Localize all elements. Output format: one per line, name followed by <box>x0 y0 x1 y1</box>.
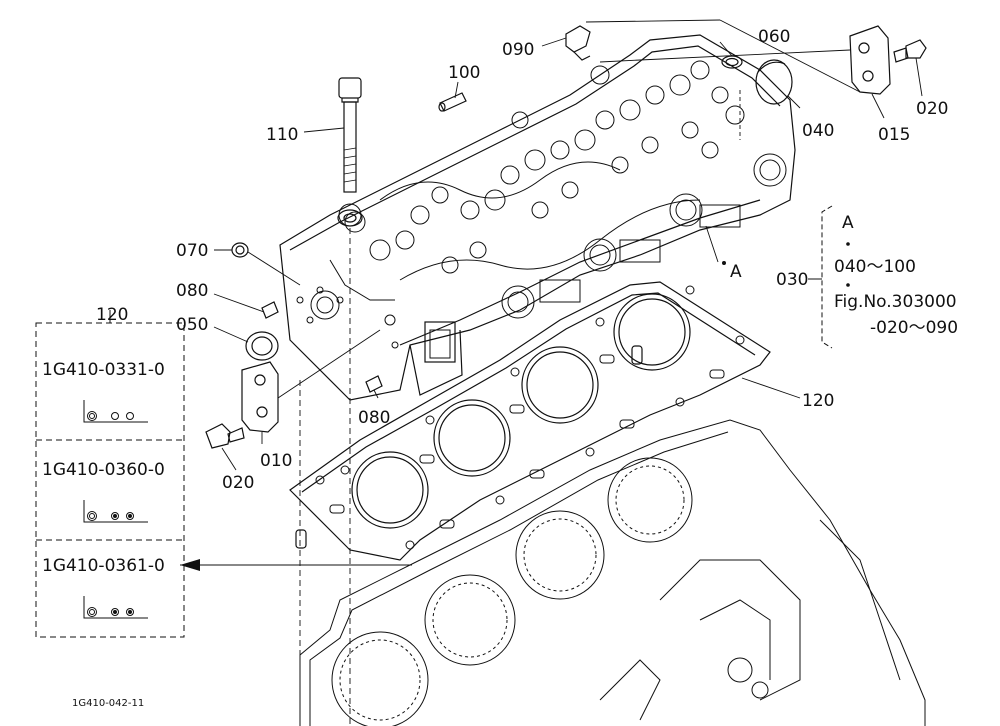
part-number-3: 1G410-0361-0 <box>42 556 165 576</box>
callout-110: 110 <box>266 125 298 145</box>
callout-labels: 090 060 100 110 040 015 020 070 080 050 … <box>176 27 948 493</box>
reference-note-figure: Fig.No.303000 <box>834 292 957 312</box>
dowel-pin-100 <box>438 92 467 112</box>
plate-010 <box>241 361 279 433</box>
point-a-label: A <box>730 262 742 282</box>
plug-080-lower <box>365 375 383 393</box>
hole-pattern-1 <box>83 400 148 423</box>
block-dowels <box>295 345 643 549</box>
reference-note-figure-range: -020～090 <box>870 318 958 338</box>
cylinder-block-outline <box>299 419 926 726</box>
callout-050: 050 <box>176 315 208 335</box>
cap-040 <box>755 59 793 105</box>
callout-070: 070 <box>176 241 208 261</box>
callout-120-gasket: 120 <box>802 391 834 411</box>
callout-090: 090 <box>502 40 534 60</box>
callout-080-lower: 080 <box>358 408 390 428</box>
callout-010: 010 <box>260 451 292 471</box>
plug-070 <box>231 242 249 258</box>
hole-pattern-2 <box>83 500 148 523</box>
options-box-frame <box>35 310 185 638</box>
drawing-code: 1G410-042-11 <box>72 698 144 709</box>
plate-015 <box>849 25 891 95</box>
hole-pattern-3 <box>83 596 148 619</box>
head-gasket <box>289 281 771 561</box>
cylinder-head <box>279 34 796 401</box>
leader-lines <box>180 19 923 726</box>
callout-060: 060 <box>758 27 790 47</box>
callout-040: 040 <box>802 121 834 141</box>
plug-080-left <box>261 301 279 319</box>
options-box-label: 120 <box>96 305 128 325</box>
reference-note: A 040～100 Fig.No.303000 -020～090 <box>834 213 958 338</box>
callout-030: 030 <box>776 270 808 290</box>
callout-080-left: 080 <box>176 281 208 301</box>
reference-note-range: 040～100 <box>834 257 916 277</box>
arrow-to-gasket <box>180 559 200 571</box>
options-box: 120 1G410-0331-0 1G410-0360-0 1G410-0361… <box>42 305 165 576</box>
part-number-2: 1G410-0360-0 <box>42 460 165 480</box>
callout-100: 100 <box>448 63 480 83</box>
reference-bracket <box>808 205 850 349</box>
callout-015: 015 <box>878 125 910 145</box>
plug-090 <box>565 25 591 61</box>
bolt-020-bottom <box>205 423 245 449</box>
seal-050 <box>245 331 279 361</box>
callout-020-bottom: 020 <box>222 473 254 493</box>
reference-note-title: A <box>842 213 854 233</box>
bolt-020-top <box>893 39 927 63</box>
part-number-1: 1G410-0331-0 <box>42 360 165 380</box>
head-bolt-110 <box>337 77 363 227</box>
callout-020-top: 020 <box>916 99 948 119</box>
